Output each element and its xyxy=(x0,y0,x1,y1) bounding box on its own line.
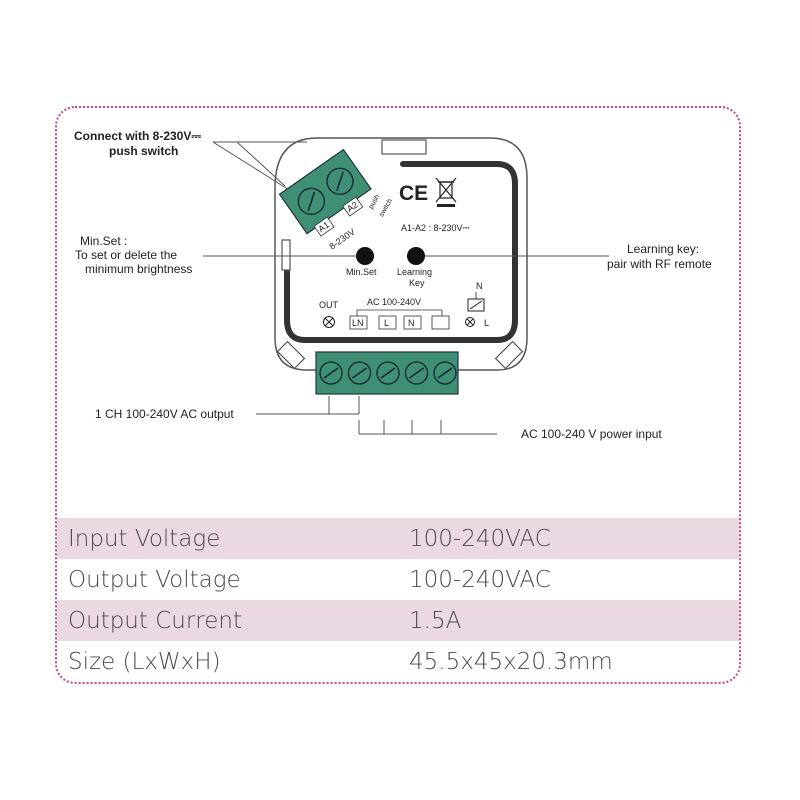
terminal-label-n: N xyxy=(408,318,415,328)
l-label: L xyxy=(484,318,489,328)
top-tab xyxy=(381,139,427,155)
spec-row: Size (LxWxH) 45.5x45x20.3mm xyxy=(57,641,739,682)
side-bar xyxy=(281,239,291,271)
corner-tab-right xyxy=(494,340,524,370)
spec-table: Input Voltage 100-240VAC Output Voltage … xyxy=(57,518,739,682)
min-set-button-label: Min.Set xyxy=(346,267,377,277)
out-label: OUT xyxy=(319,300,339,310)
spec-row: Output Current 1.5A xyxy=(57,600,739,641)
wiring-diagram: A1 A2 8-230V push switch CE A1-A2 : 8-23… xyxy=(74,129,712,441)
push-switch-terminal: A1 A2 xyxy=(278,148,372,237)
device-rim xyxy=(284,161,518,343)
a1a2-label: A1-A2 : 8-230V⎓ xyxy=(401,223,470,233)
min-set-callout-1: Min.Set : xyxy=(80,234,127,248)
ac-terminal-block xyxy=(315,351,459,395)
ac-label: AC 100-240V xyxy=(367,297,421,307)
spec-value: 100-240VAC xyxy=(409,566,551,593)
l-symbol xyxy=(465,317,475,327)
out-symbol xyxy=(323,316,335,328)
learning-key-label-1: Learning xyxy=(397,267,432,277)
spec-value: 45.5x45x20.3mm xyxy=(409,648,613,675)
learning-callout-1: Learning key: xyxy=(627,242,699,256)
min-set-callout-2: To set or delete the xyxy=(75,248,177,262)
spec-value: 100-240VAC xyxy=(409,525,551,552)
ce-mark: CE xyxy=(399,182,428,205)
power-input-callout: AC 100-240 V power input xyxy=(521,427,662,441)
spec-row: Input Voltage 100-240VAC xyxy=(57,518,739,559)
spec-label: Size (LxWxH) xyxy=(68,648,221,675)
push-switch-callout-2: push switch xyxy=(109,144,178,158)
push-switch-callout-1: Connect with 8-230V⎓ xyxy=(74,129,201,143)
corner-tab-left xyxy=(276,340,306,370)
spec-row: Output Voltage 100-240VAC xyxy=(57,559,739,600)
min-set-callout-3: minimum brightness xyxy=(85,262,192,276)
spec-label: Output Current xyxy=(68,607,242,634)
learning-key-label-2: Key xyxy=(409,278,425,288)
learning-callout-2: pair with RF remote xyxy=(607,257,712,271)
spec-frame: A1 A2 8-230V push switch CE A1-A2 : 8-23… xyxy=(55,106,741,684)
min-set-button[interactable] xyxy=(356,247,374,265)
spec-label: Output Voltage xyxy=(68,566,241,593)
terminal-label-l: L xyxy=(384,318,389,328)
output-callout: 1 CH 100-240V AC output xyxy=(95,407,234,421)
n-label: N xyxy=(476,281,483,291)
learning-key-button[interactable] xyxy=(407,247,425,265)
weee-bin-icon xyxy=(435,177,457,207)
spec-label: Input Voltage xyxy=(68,525,221,552)
terminal-label-ln: LN xyxy=(352,318,364,328)
spec-value: 1.5A xyxy=(409,607,462,634)
